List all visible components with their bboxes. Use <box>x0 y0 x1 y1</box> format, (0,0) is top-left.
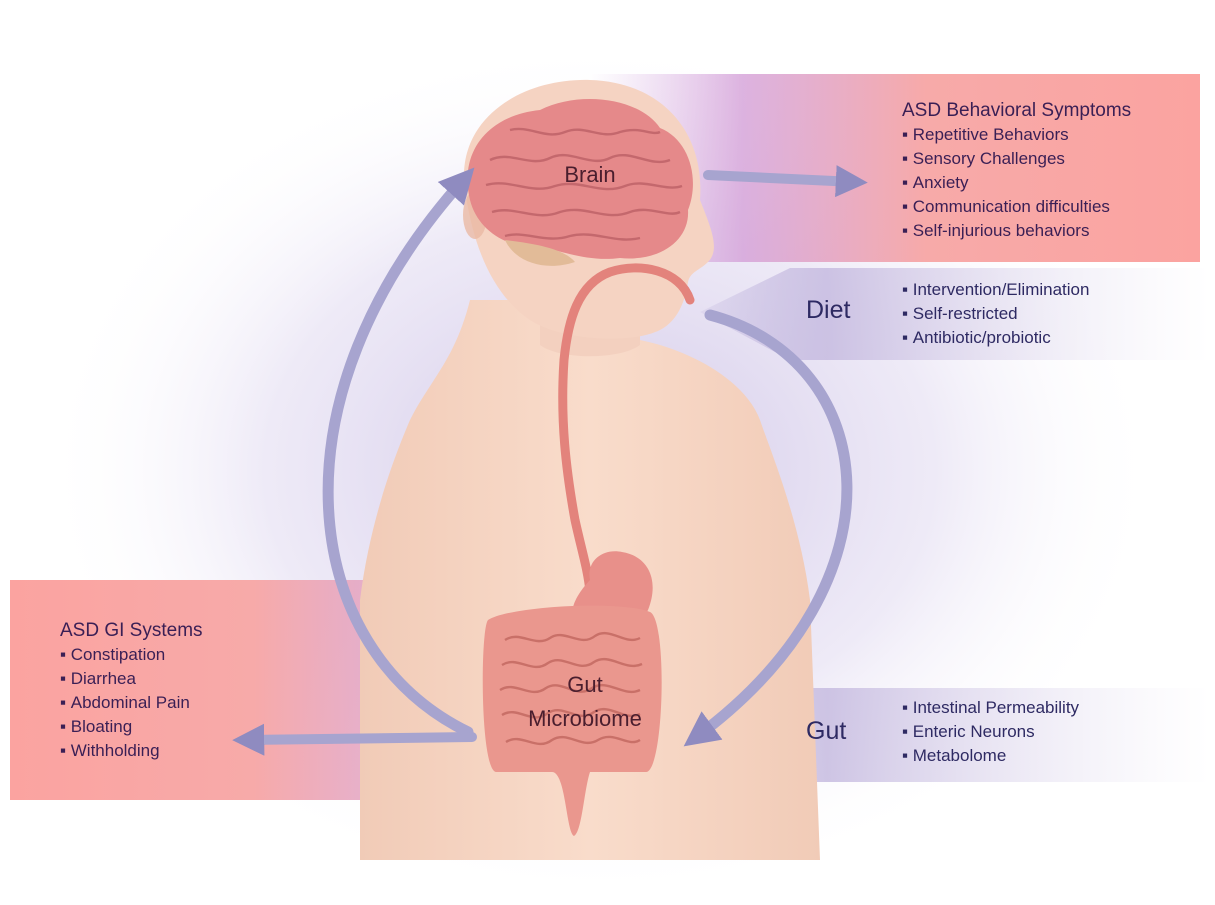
esophagus <box>558 263 695 597</box>
gut-item: Intestinal Permeability <box>902 696 1079 720</box>
gi-list: Constipation Diarrhea Abdominal Pain Blo… <box>60 643 190 763</box>
diet-to-gut-arrow <box>683 309 853 747</box>
gi-item: Withholding <box>60 739 190 763</box>
gut-label: Gut <box>806 717 847 745</box>
gi-title: ASD GI Systems <box>60 620 203 641</box>
gut-list: Intestinal Permeability Enteric Neurons … <box>902 696 1079 768</box>
brain-label: Brain <box>564 162 616 187</box>
diet-item: Antibiotic/probiotic <box>902 326 1089 350</box>
diet-item: Self-restricted <box>902 302 1089 326</box>
intestines-illustration <box>482 605 662 836</box>
behavioral-list: Repetitive Behaviors Sensory Challenges … <box>902 123 1110 243</box>
gi-item: Constipation <box>60 643 190 667</box>
gut-item: Enteric Neurons <box>902 720 1079 744</box>
gi-item: Abdominal Pain <box>60 691 190 715</box>
gut-microbiome-label-line1: Gut <box>567 672 603 697</box>
gi-item: Bloating <box>60 715 190 739</box>
diet-label: Diet <box>806 296 851 324</box>
behavioral-item: Repetitive Behaviors <box>902 123 1110 147</box>
gut-to-brain-arrow <box>322 167 475 738</box>
gut-item: Metabolome <box>902 744 1079 768</box>
gi-item: Diarrhea <box>60 667 190 691</box>
behavioral-title: ASD Behavioral Symptoms <box>902 100 1132 121</box>
gut-to-gi-arrow <box>232 723 477 756</box>
behavioral-item: Sensory Challenges <box>902 147 1110 171</box>
behavioral-item: Self-injurious behaviors <box>902 219 1110 243</box>
diet-list: Intervention/Elimination Self-restricted… <box>902 278 1090 350</box>
gut-microbiome-label-line2: Microbiome <box>528 706 642 731</box>
behavioral-item: Anxiety <box>902 171 1110 195</box>
brain-illustration <box>467 98 693 266</box>
diet-item: Intervention/Elimination <box>902 278 1090 302</box>
brain-to-symptoms-arrow <box>703 165 868 198</box>
behavioral-item: Communication difficulties <box>902 195 1110 219</box>
